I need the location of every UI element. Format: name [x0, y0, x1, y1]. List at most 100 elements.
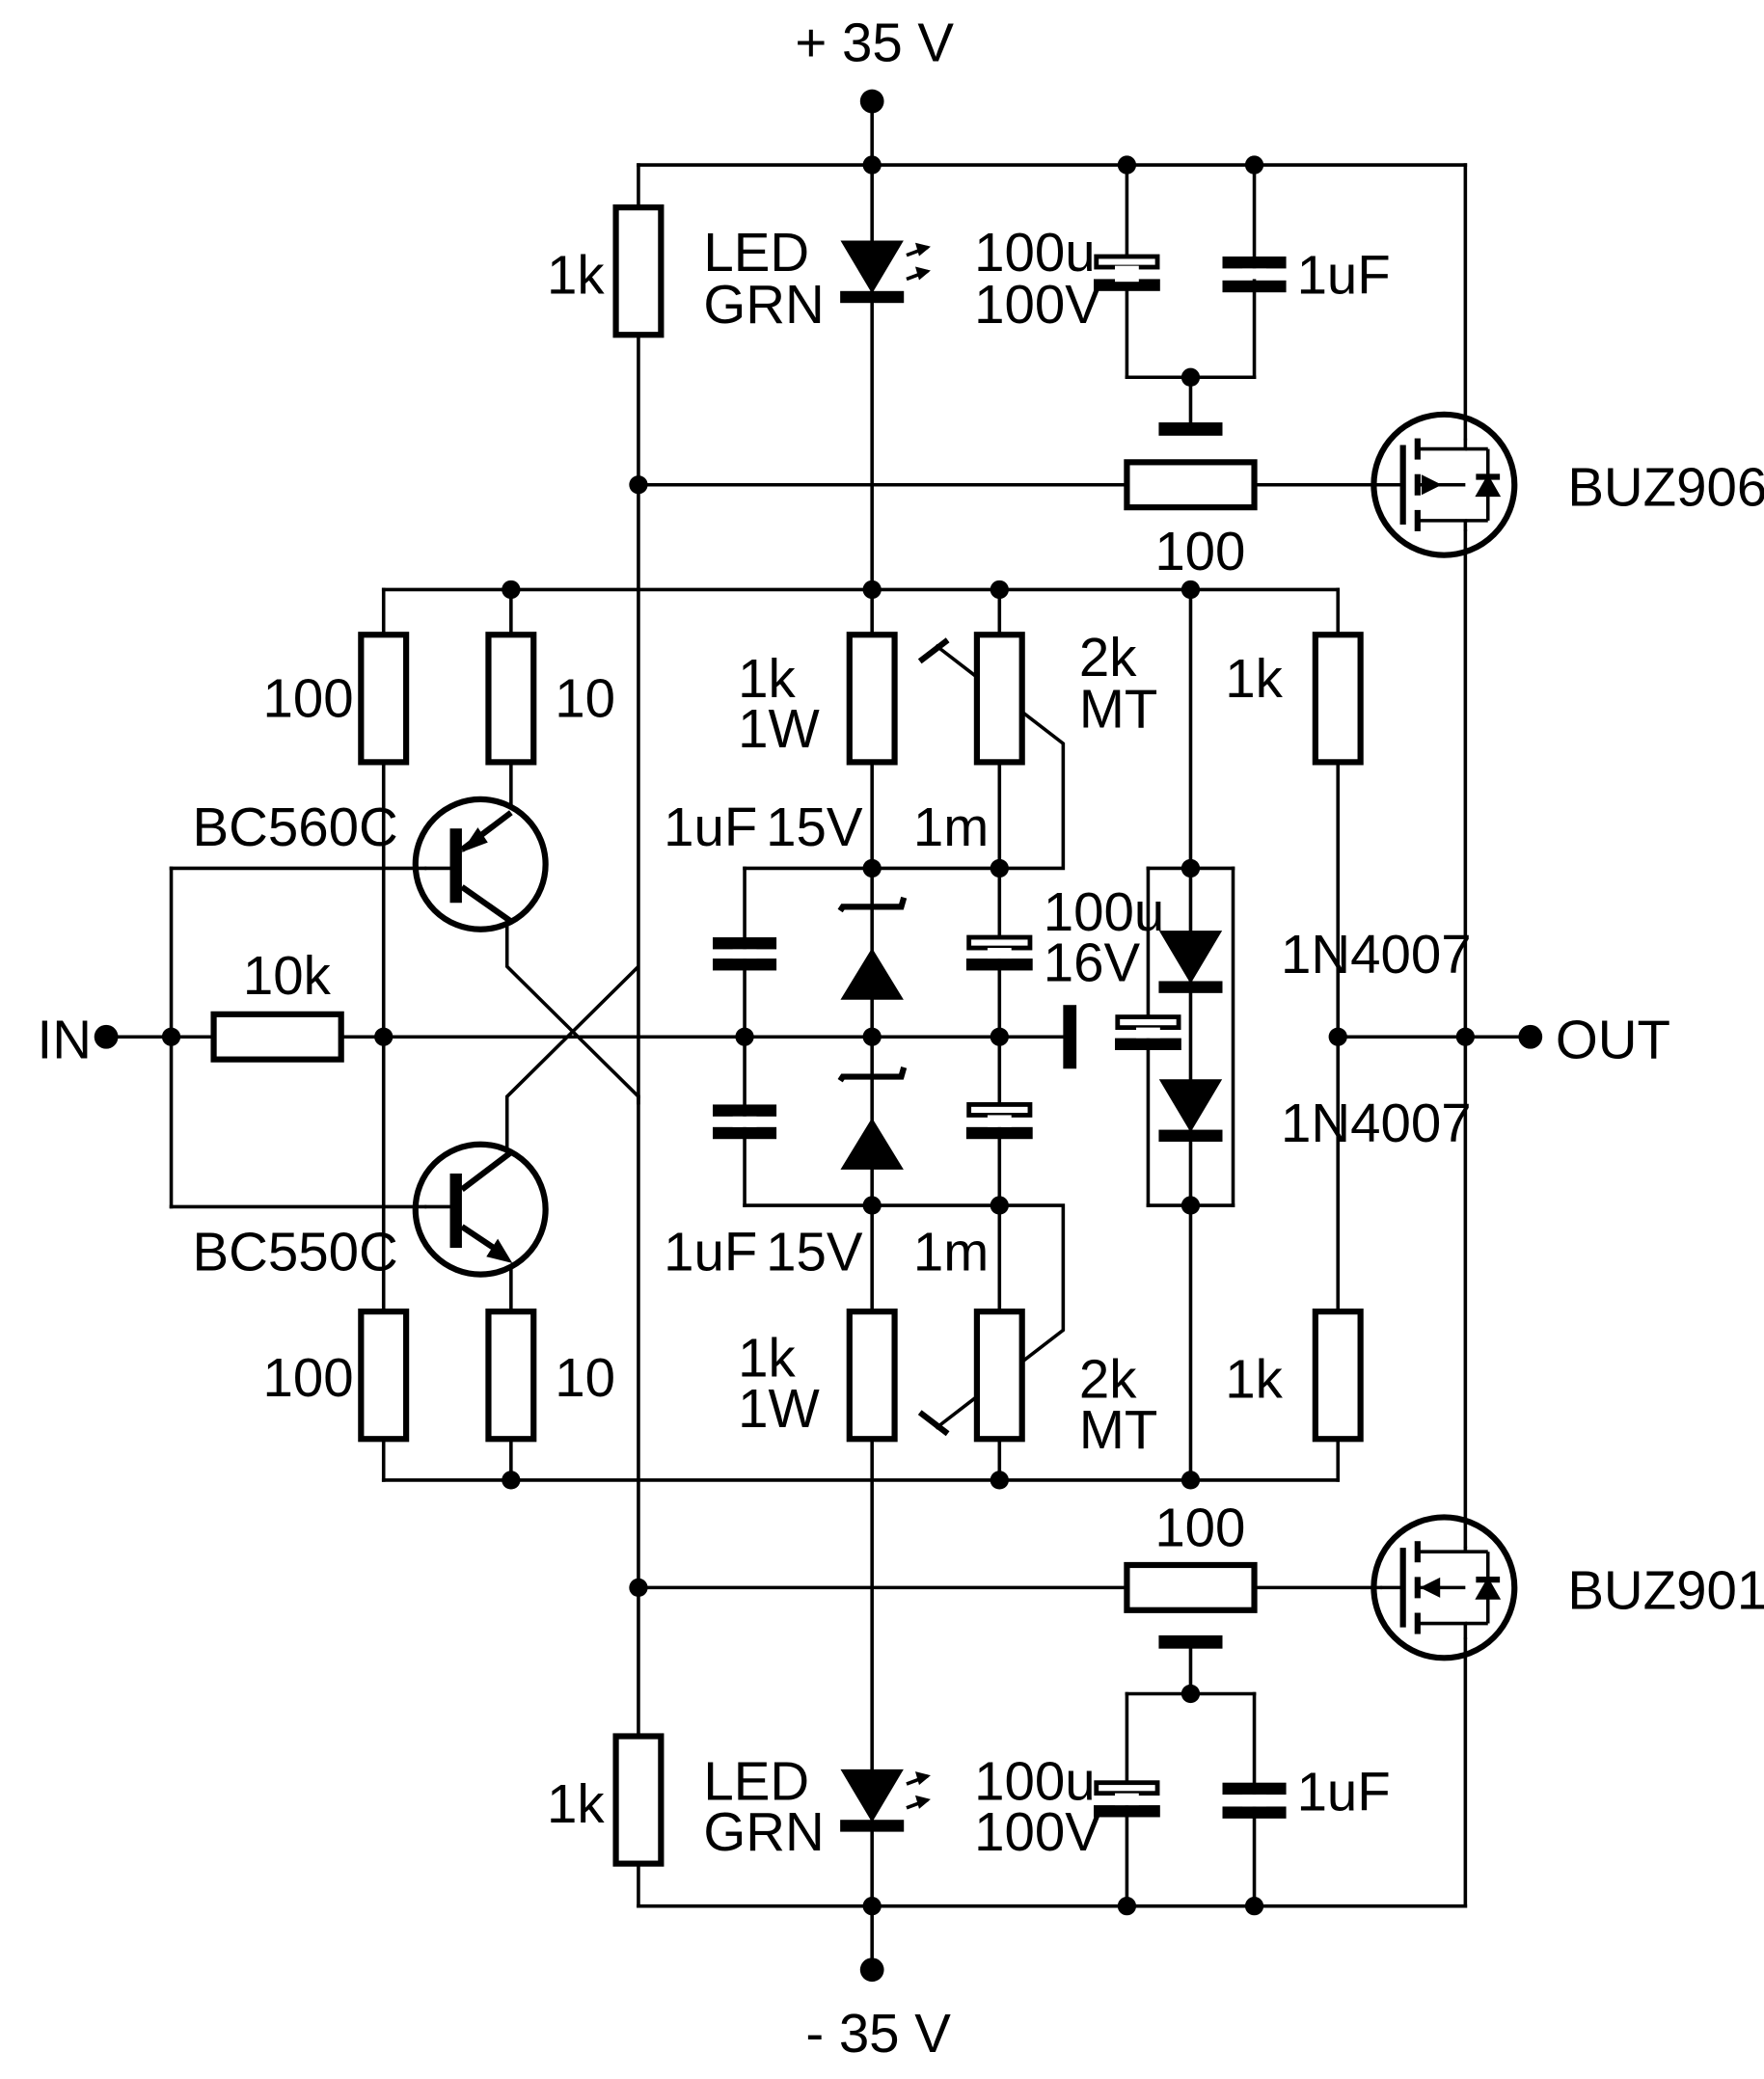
- label-r-bias-bottom: 1k: [547, 1773, 605, 1834]
- label-out: OUT: [1556, 1009, 1670, 1069]
- label-led-top-2: GRN: [703, 274, 824, 335]
- label-cap-el-top-1: 100u: [974, 222, 1095, 283]
- r-1w-top: [846, 632, 898, 766]
- label-q-bottom: BC550C: [193, 1221, 398, 1282]
- cap-el-mid-top-neg: [965, 958, 1033, 971]
- label-r-bot-left: 100: [262, 1347, 353, 1408]
- gate-cap-bottom-plate: [1158, 1634, 1223, 1649]
- transistor-bc560c: [412, 796, 549, 932]
- cap-film-bottom-plate-b: [1222, 1806, 1287, 1819]
- label-el-center-2: 16V: [1044, 932, 1141, 992]
- label-mosfet-top: BUZ906: [1567, 457, 1764, 518]
- label-cap-el-bottom-1: 100u: [974, 1751, 1095, 1812]
- resistors: [210, 204, 1364, 1867]
- pot-bottom: [973, 1309, 1025, 1443]
- r-right-bottom: [1312, 1309, 1364, 1443]
- cap-el-mid-top-pos: [966, 934, 1033, 951]
- cap-el-bottom-plate-neg: [1094, 1805, 1160, 1818]
- cap-el-mid-bot-neg: [965, 1126, 1033, 1140]
- label-q-top: BC560C: [193, 796, 398, 857]
- label-cap-el-top-2: 100V: [974, 274, 1101, 335]
- pot-top-wiper-arrow: [917, 637, 950, 664]
- cap-film-top-plate-a: [1222, 256, 1287, 269]
- label-r-right-bot: 1k: [1225, 1349, 1283, 1410]
- label-led-bottom-1: LED: [703, 1751, 809, 1812]
- cap-el-top-plate-pos: [1094, 254, 1160, 270]
- label-r-top-left: 100: [262, 668, 353, 729]
- cap-film-mid-bot-b: [713, 1126, 777, 1140]
- label-cap-el-bottom-2: 100V: [974, 1801, 1101, 1862]
- label-pos-supply: + 35 V: [795, 13, 954, 73]
- r-gate-bottom: [1124, 1561, 1258, 1613]
- label-pot-bot-1: 2k: [1079, 1349, 1137, 1410]
- terminal-out: [1518, 1024, 1543, 1049]
- label-cap-film-top: 1uF: [1297, 245, 1391, 306]
- label-el-bot: 1m: [913, 1221, 989, 1282]
- r-right-top: [1312, 632, 1364, 766]
- label-zener-top: 15V: [766, 796, 863, 857]
- label-el-top: 1m: [913, 796, 989, 857]
- label-led-bottom-2: GRN: [703, 1801, 824, 1862]
- r-bias-bottom: [612, 1733, 665, 1867]
- cap-el-bottom-plate-pos: [1094, 1780, 1160, 1796]
- junction-dots: [94, 89, 1543, 1983]
- label-film-bot: 1uF: [664, 1221, 757, 1282]
- label-r-1w-bot-2: 1W: [738, 1378, 820, 1439]
- pot-top: [973, 632, 1025, 766]
- label-r-gate-top: 100: [1154, 521, 1245, 581]
- diode-bottom: [1158, 1079, 1223, 1142]
- r-input: [210, 1011, 344, 1063]
- terminal-pos-supply: [859, 89, 884, 114]
- zener-bottom: [837, 1066, 908, 1170]
- capacitors: [713, 254, 1287, 1819]
- r-1w-bottom: [846, 1309, 898, 1443]
- label-led-top-1: LED: [703, 222, 809, 283]
- label-r-gate-bottom: 100: [1154, 1498, 1245, 1558]
- r-gate-top: [1124, 459, 1258, 511]
- label-r-1w-top-1: 1k: [738, 648, 796, 709]
- cap-center-el-neg: [1115, 1038, 1181, 1051]
- label-film-top: 1uF: [664, 796, 757, 857]
- r-top-right: [485, 632, 537, 766]
- cap-film-mid-top-b: [713, 958, 777, 971]
- cap-el-mid-bot-pos: [966, 1102, 1033, 1118]
- led-bottom: [840, 1768, 931, 1832]
- r-bot-left: [358, 1309, 410, 1443]
- terminal-in: [94, 1024, 119, 1049]
- label-r-bias-top: 1k: [547, 245, 605, 306]
- zener-top: [837, 896, 908, 1000]
- terminal-neg-supply: [859, 1958, 884, 1983]
- label-pot-top-1: 2k: [1079, 627, 1137, 688]
- pot-bottom-wiper-arrow: [917, 1410, 950, 1437]
- label-neg-supply: - 35 V: [805, 2003, 951, 2064]
- label-cap-film-bottom: 1uF: [1297, 1762, 1391, 1822]
- mosfet-buz906: [1370, 411, 1518, 558]
- cap-center-el-pos: [1115, 1014, 1181, 1031]
- transistor-bc550c: [412, 1141, 549, 1278]
- diode-top: [1158, 931, 1223, 993]
- cap-film-top-plate-b: [1222, 280, 1287, 293]
- label-diode-bot: 1N4007: [1281, 1093, 1472, 1153]
- label-r-right-top: 1k: [1225, 648, 1283, 709]
- cap-film-bottom-plate-a: [1222, 1782, 1287, 1796]
- cap-el-top-plate-neg: [1094, 279, 1160, 291]
- r-bot-right: [485, 1309, 537, 1443]
- label-r-1w-top-2: 1W: [738, 698, 820, 759]
- labels: + 35 V - 35 V IN OUT 1k LED GRN 100u 100…: [38, 13, 1764, 2064]
- label-zener-bot: 15V: [766, 1221, 863, 1282]
- label-pot-top-2: MT: [1079, 679, 1157, 740]
- r-bias-top: [612, 204, 665, 338]
- label-mosfet-bottom: BUZ901: [1567, 1559, 1764, 1620]
- label-r-bot-right: 10: [555, 1347, 615, 1408]
- label-r-input: 10k: [243, 945, 332, 1006]
- mosfet-buz901: [1370, 1514, 1518, 1661]
- label-el-center-1: 100u: [1044, 881, 1164, 942]
- label-in: IN: [38, 1009, 92, 1069]
- label-diode-top: 1N4007: [1281, 924, 1472, 985]
- gate-cap-top-plate: [1158, 422, 1223, 436]
- cap-center-plate: [1063, 1005, 1077, 1069]
- led-top: [840, 240, 931, 304]
- label-r-1w-bot-1: 1k: [738, 1328, 796, 1389]
- r-top-left: [358, 632, 410, 766]
